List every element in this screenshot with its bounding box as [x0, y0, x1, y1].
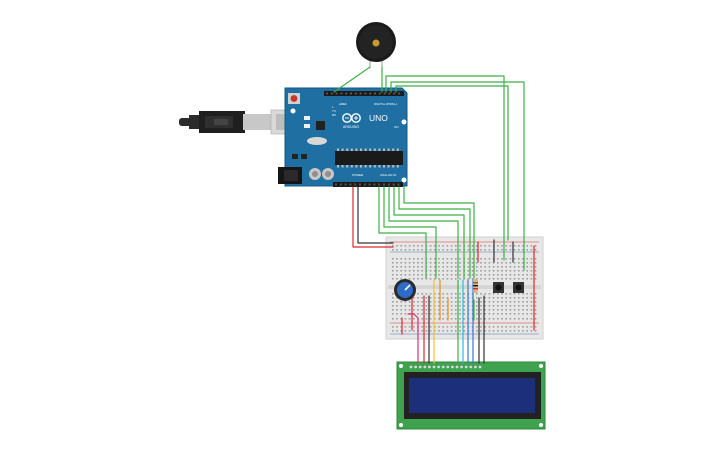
arduino-logo-icon	[342, 113, 361, 123]
l-led-label: L	[332, 105, 334, 109]
board-model-label: UNO	[369, 113, 388, 123]
wire-buzzer-gnd[interactable]	[333, 66, 371, 93]
tx-label: TX	[332, 109, 336, 113]
lcd-screen	[409, 378, 535, 413]
pushbutton-2[interactable]	[513, 282, 524, 293]
pushbutton-1[interactable]	[493, 282, 504, 293]
power-header-label: POWER	[352, 173, 364, 177]
on-led-label: ON	[394, 125, 399, 129]
atmega-chip	[335, 151, 403, 165]
analog-header-label: ANALOG IN	[380, 173, 396, 177]
wire-button-1[interactable]	[385, 75, 505, 261]
wire-button-3[interactable]	[395, 85, 509, 241]
lcd-16x2-display[interactable]	[396, 361, 546, 430]
digital-header-label: DIGITAL (PWM~)	[374, 102, 397, 106]
wire-button-2[interactable]	[390, 81, 525, 271]
arduino-uno-board[interactable]: UNO ARDUINO DIGITAL (PWM~) POWER ANALOG …	[278, 87, 408, 187]
potentiometer[interactable]	[394, 279, 416, 301]
usb-cable	[179, 109, 304, 135]
crystal-oscillator	[307, 137, 327, 145]
aref-label: AREF	[339, 102, 347, 106]
rx-label: RX	[332, 113, 336, 117]
resistor	[473, 279, 478, 293]
usb-chip	[316, 121, 325, 130]
board-brand-label: ARDUINO	[343, 125, 359, 129]
potentiometer-knob-indicator	[404, 284, 411, 291]
digital-pin-header[interactable]	[324, 91, 404, 96]
wire-5v[interactable]	[352, 186, 394, 248]
buzzer-center	[372, 39, 380, 47]
wires	[333, 66, 535, 364]
piezo-buzzer[interactable]	[356, 22, 396, 68]
wire-gnd[interactable]	[357, 186, 394, 244]
analog-power-pin-header[interactable]	[333, 182, 403, 187]
